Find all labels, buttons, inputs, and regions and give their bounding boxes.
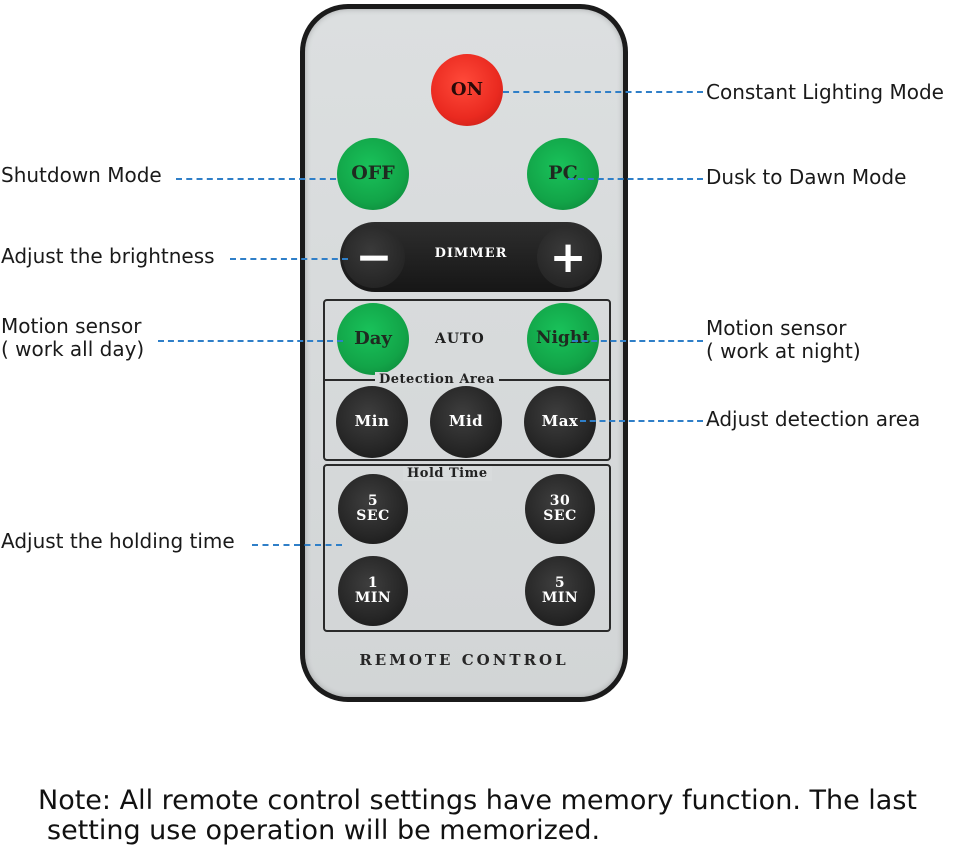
hold-30-sec-bottom: SEC [543,508,577,524]
max-button-label: Max [541,412,579,431]
callout-brightness: Adjust the brightness [1,244,215,268]
min-button[interactable]: Min [336,386,408,458]
detection-area-title: Detection Area [375,372,499,387]
hold-30-sec-top: 30 [549,493,571,510]
note-line1: Note: All remote control settings have m… [38,785,917,816]
hold-time-panel [323,464,611,632]
memory-note: Note: All remote control settings have m… [38,786,953,846]
callout-shutdown: Shutdown Mode [1,163,162,187]
minus-icon: − [355,231,393,283]
day-button-label: Day [354,327,392,349]
callout-constant-lighting: Constant Lighting Mode [706,80,944,104]
hold-time-title: Hold Time [403,466,492,481]
max-button[interactable]: Max [524,386,596,458]
dimmer-minus-button[interactable]: − [343,226,405,288]
leader-shutdown [176,178,336,180]
auto-label: AUTO [435,331,485,347]
off-button[interactable]: OFF [337,138,409,210]
motion-day-line2: ( work all day) [1,337,145,361]
hold-5-sec-bottom: SEC [356,508,390,524]
motion-night-line2: ( work at night) [706,339,861,363]
mid-button[interactable]: Mid [430,386,502,458]
hold-1-min-button[interactable]: 1 MIN [338,556,408,626]
mid-button-label: Mid [448,412,484,431]
night-button-label: Night [535,328,591,349]
dimmer-plus-button[interactable]: + [537,226,599,288]
motion-day-line1: Motion sensor [1,314,142,338]
remote-control-label: REMOTE CONTROL [359,651,569,669]
hold-1-min-bottom: MIN [354,590,392,606]
motion-night-line1: Motion sensor [706,316,847,340]
on-button-label: ON [450,78,484,100]
hold-5-min-button[interactable]: 5 MIN [525,556,595,626]
note-line2: setting use operation will be memorized. [47,815,601,846]
hold-1-min-top: 1 [367,575,379,592]
leader-dusk-to-dawn [568,178,703,180]
hold-5-sec-top: 5 [367,493,379,510]
leader-detection-area [580,420,703,422]
callout-dusk-to-dawn: Dusk to Dawn Mode [706,165,907,189]
callout-motion-day: Motion sensor ( work all day) [1,315,144,361]
callout-holding-time: Adjust the holding time [1,529,235,553]
plus-icon: + [549,231,587,283]
hold-5-min-bottom: MIN [541,590,579,606]
day-button[interactable]: Day [337,303,409,375]
leader-constant-lighting [503,91,703,93]
leader-brightness [230,258,348,260]
remote-control: ON OFF PC − DIMMER + Day AUTO Night Dete… [300,4,628,702]
callout-motion-night: Motion sensor ( work at night) [706,317,861,363]
callout-detection-area: Adjust detection area [706,407,921,431]
dimmer-bar: − DIMMER + [340,222,602,292]
on-button[interactable]: ON [431,54,503,126]
dimmer-label: DIMMER [434,246,508,261]
min-button-label: Min [354,412,390,431]
night-button[interactable]: Night [527,303,599,375]
pc-button[interactable]: PC [527,138,599,210]
hold-5-sec-button[interactable]: 5 SEC [338,474,408,544]
off-button-label: OFF [351,162,395,185]
hold-5-min-top: 5 [554,575,566,592]
hold-30-sec-button[interactable]: 30 SEC [525,474,595,544]
leader-holding-time [252,544,342,546]
pc-button-label: PC [548,162,578,185]
leader-motion-night [572,340,703,342]
leader-motion-day [158,340,343,342]
